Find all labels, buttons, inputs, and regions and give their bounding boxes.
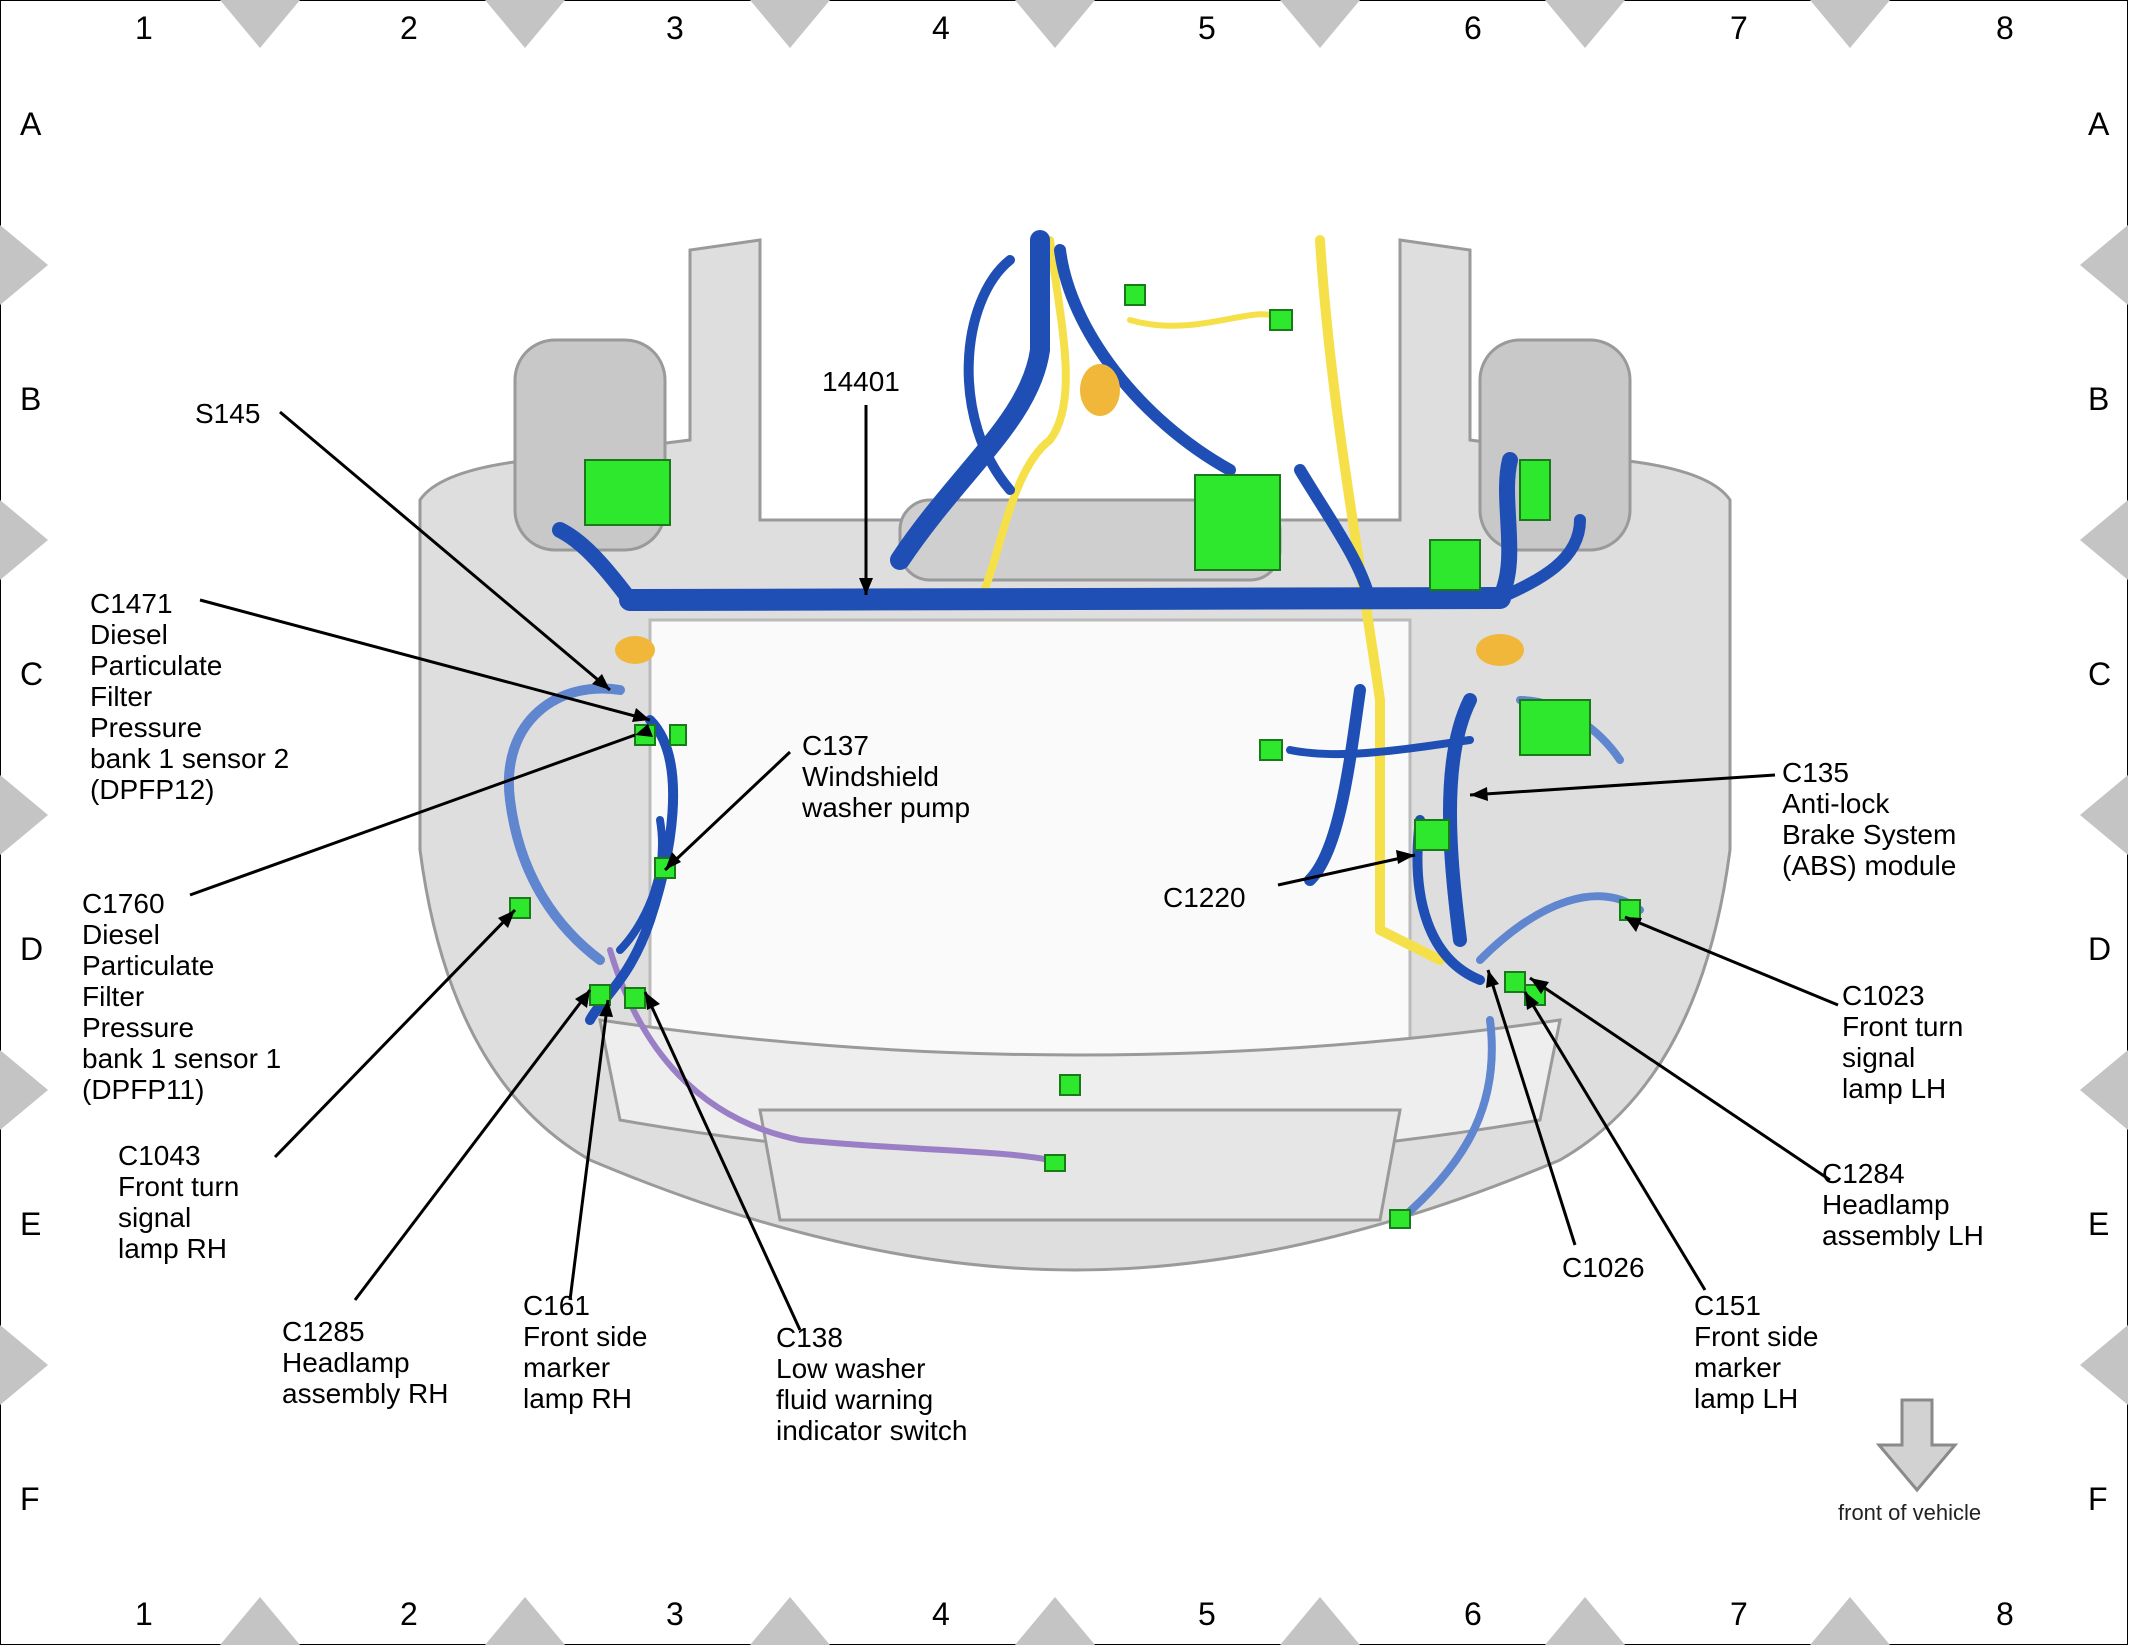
connector-block xyxy=(1429,539,1481,591)
callout-c1471: C1471 Diesel Particulate Filter Pressure… xyxy=(90,588,290,805)
column-label: 1 xyxy=(135,1596,153,1632)
connector-block xyxy=(1414,819,1450,851)
column-label: 2 xyxy=(400,1596,418,1632)
column-label: 6 xyxy=(1464,10,1482,46)
connector-block xyxy=(1259,739,1283,761)
row-label: D xyxy=(20,931,44,967)
callout-c1023: C1023 Front turn signal lamp LH xyxy=(1842,980,1964,1104)
callout-14401: 14401 xyxy=(822,366,900,397)
connector-block xyxy=(589,984,611,1006)
column-label: 4 xyxy=(932,10,950,46)
leader-c151 xyxy=(1523,991,1707,1291)
column-label: 3 xyxy=(666,10,684,46)
row-label: C xyxy=(2088,656,2112,692)
grommet-group xyxy=(615,364,1524,666)
column-label: 2 xyxy=(400,10,418,46)
down-arrow-icon xyxy=(1875,1398,1959,1493)
callout-c1026: C1026 xyxy=(1562,1252,1645,1283)
row-label: A xyxy=(2088,106,2110,142)
callout-c1284: C1284 Headlamp assembly LH xyxy=(1822,1158,1984,1251)
column-label: 7 xyxy=(1730,1596,1748,1632)
row-label: E xyxy=(20,1206,42,1242)
leader-c1471 xyxy=(199,598,651,722)
leader-s145 xyxy=(279,410,611,692)
callout-c1220: C1220 xyxy=(1163,882,1246,913)
front-of-vehicle-label: front of vehicle xyxy=(1838,1500,1982,1525)
leader-c1760 xyxy=(189,733,636,897)
connector-block xyxy=(624,987,646,1009)
grommet xyxy=(1080,364,1120,416)
callout-c135: C135 Anti-lock Brake System (ABS) module xyxy=(1782,757,1957,881)
connector-block xyxy=(1519,699,1591,756)
callout-c1285: C1285 Headlamp assembly RH xyxy=(282,1316,449,1409)
row-label: D xyxy=(2088,931,2112,967)
leader-c138 xyxy=(643,991,802,1331)
column-label: 6 xyxy=(1464,1596,1482,1632)
connector-block xyxy=(509,897,531,919)
connector-block xyxy=(1044,1154,1066,1172)
leader-c1285 xyxy=(353,989,592,1301)
leader-c1284 xyxy=(1529,976,1831,1182)
grommet xyxy=(615,636,655,664)
connector-block xyxy=(1194,474,1281,571)
connector-block xyxy=(1269,309,1293,331)
callout-c151: C151 Front side marker lamp LH xyxy=(1694,1290,1819,1414)
column-label: 1 xyxy=(135,10,153,46)
row-label: E xyxy=(2088,1206,2110,1242)
row-label: B xyxy=(20,381,42,417)
connector-block xyxy=(1059,1074,1081,1096)
connector-block xyxy=(1504,971,1526,993)
column-label: 4 xyxy=(932,1596,950,1632)
connector-block xyxy=(669,724,687,746)
leader-arrowheads xyxy=(498,578,1642,1017)
row-label: B xyxy=(2088,381,2110,417)
leader-c137 xyxy=(663,750,792,872)
callout-c138: C138 Low washer fluid warning indicator … xyxy=(776,1322,968,1446)
row-label: F xyxy=(2088,1481,2108,1517)
leader-c1023 xyxy=(1624,915,1839,1007)
column-label: 5 xyxy=(1198,10,1216,46)
callout-c137: C137 Windshield washer pump xyxy=(802,730,971,823)
connector-block xyxy=(1124,284,1146,306)
leader-c1220 xyxy=(1277,853,1416,887)
connector-block xyxy=(1519,459,1551,521)
leader-c161 xyxy=(568,999,610,1301)
grommet xyxy=(1476,634,1524,666)
callout-c1043: C1043 Front turn signal lamp RH xyxy=(118,1140,240,1264)
row-label: A xyxy=(20,106,42,142)
leader-c1043 xyxy=(273,908,517,1159)
column-label: 7 xyxy=(1730,10,1748,46)
column-label: 8 xyxy=(1996,10,2014,46)
callout-c161: C161 Front side marker lamp RH xyxy=(523,1290,648,1414)
callout-c1760: C1760 Diesel Particulate Filter Pressure… xyxy=(82,888,282,1105)
row-label: F xyxy=(20,1481,40,1517)
callout-s145: S145 xyxy=(195,398,261,429)
row-label: C xyxy=(20,656,44,692)
column-label: 3 xyxy=(666,1596,684,1632)
connector-block xyxy=(1619,899,1641,921)
connector-block xyxy=(1389,1209,1411,1229)
column-label: 8 xyxy=(1996,1596,2014,1632)
connector-group xyxy=(509,284,1641,1229)
column-label: 5 xyxy=(1198,1596,1216,1632)
leader-lines xyxy=(189,405,1839,1331)
leader-c1026 xyxy=(1486,969,1577,1246)
leader-c135 xyxy=(1469,773,1776,797)
connector-block xyxy=(584,459,671,526)
